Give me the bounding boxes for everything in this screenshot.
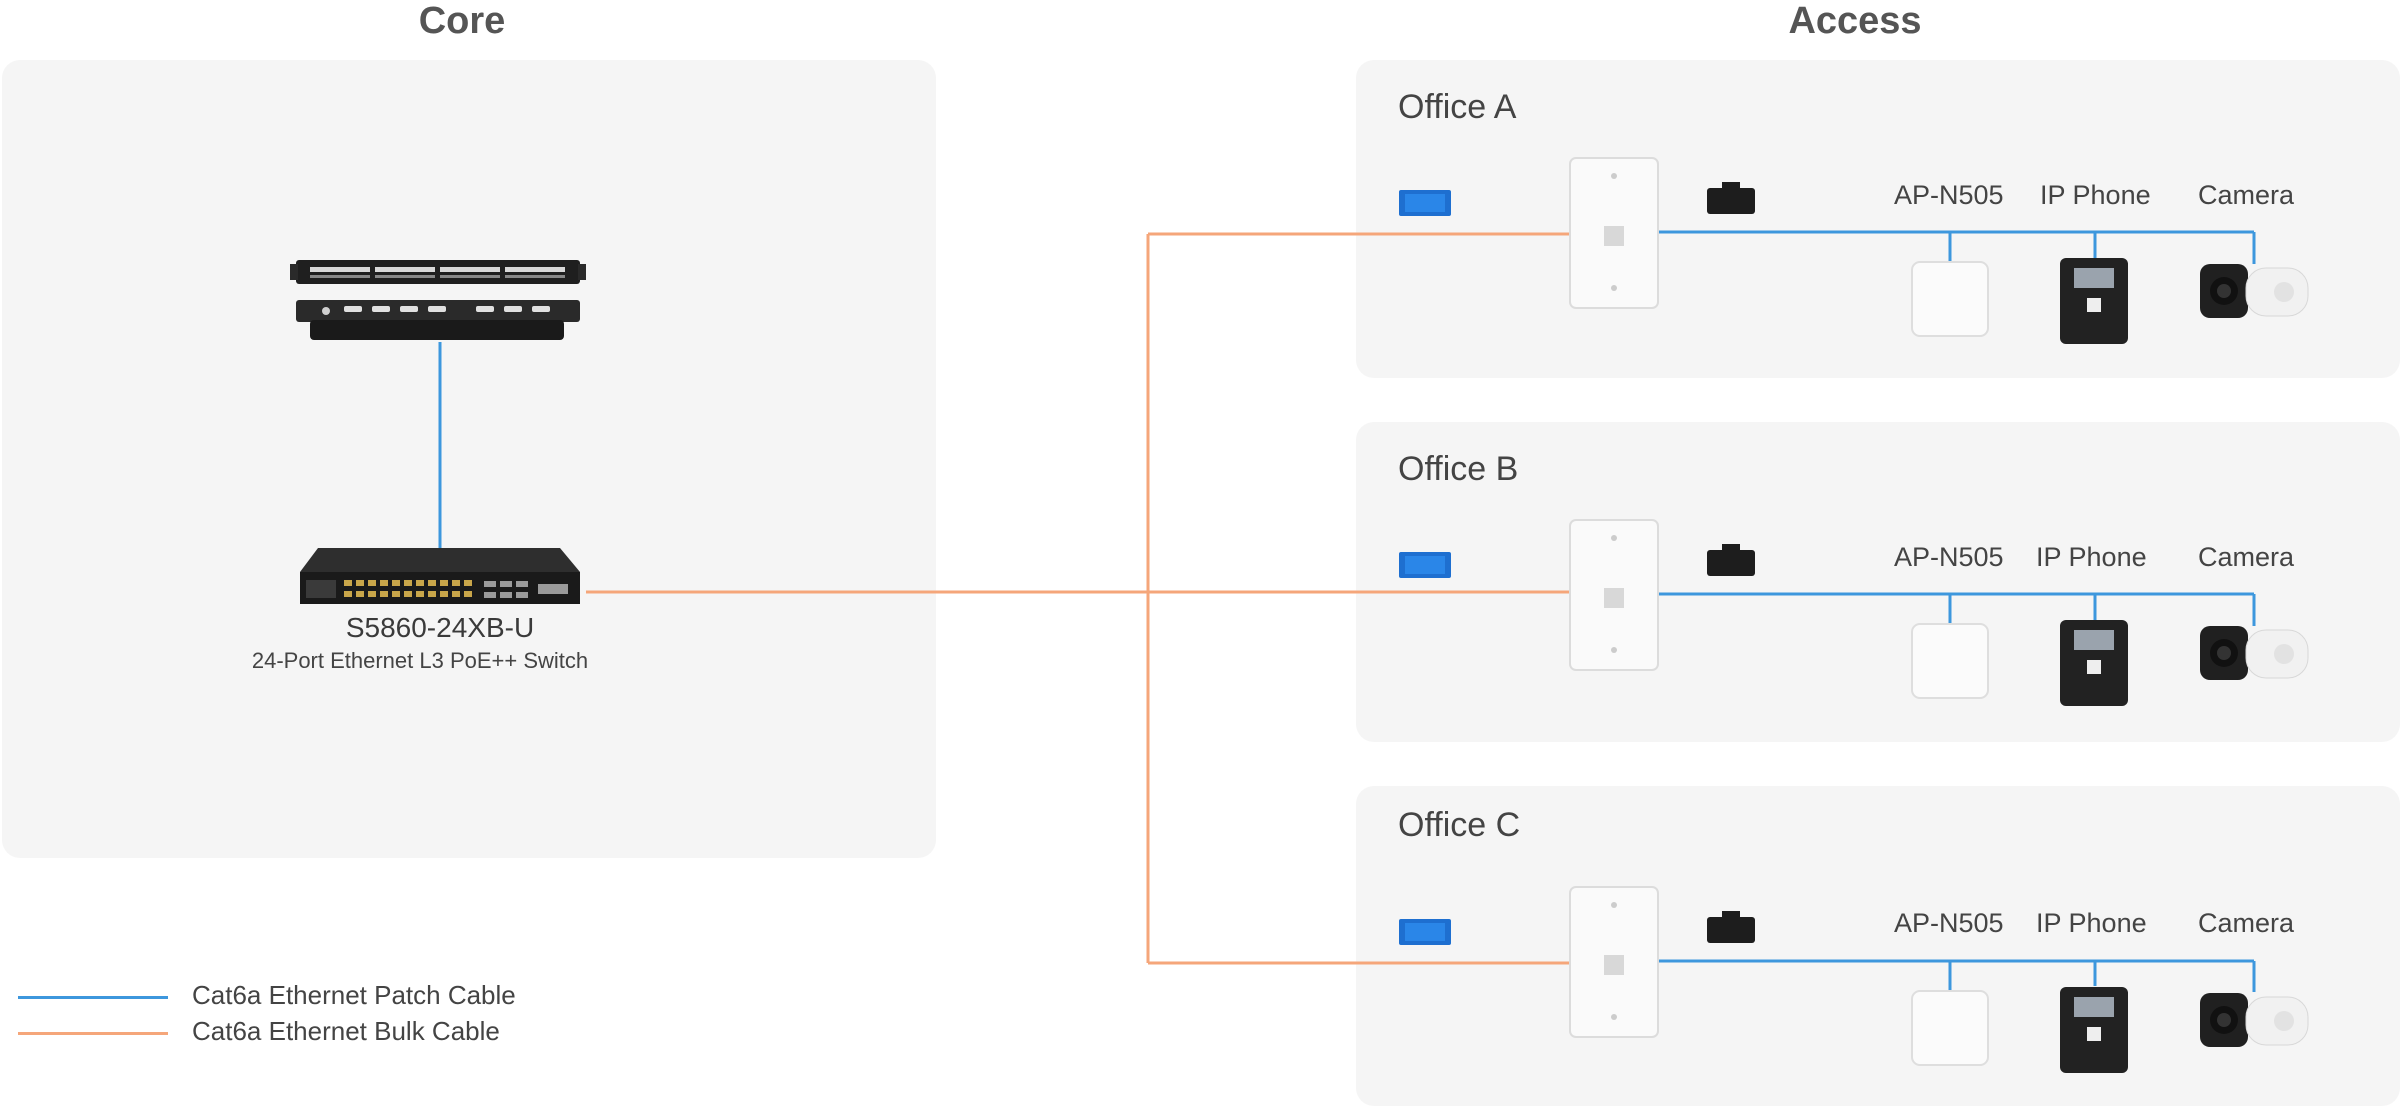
office-a-title: Office A [1398,88,1517,126]
office-a-phone-label: IP Phone [2040,180,2151,210]
office-c-camera-label: Camera [2198,908,2295,938]
office-a-ap-label: AP-N505 [1894,180,2004,210]
office-c-ap-label: AP-N505 [1894,908,2004,938]
legend-bulk-label: Cat6a Ethernet Bulk Cable [192,1016,500,1046]
legend-bulk-swatch [18,1032,168,1035]
office-a-devices [1399,157,2309,344]
office-b-devices [1399,519,2309,706]
switch-model-label: S5860-24XB-U [345,612,535,643]
patch-cable-office-c [1658,959,2256,992]
core-panel [2,60,936,858]
bulk-cables [586,232,1570,965]
office-b-title: Office B [1398,450,1519,488]
office-a-panel [1356,60,2400,378]
office-c-devices [1399,886,2309,1073]
office-c-phone-label: IP Phone [2036,908,2147,938]
camera [2200,264,2309,318]
patch-panel [290,260,586,340]
keystone-jack-black [1707,188,1755,214]
core-title: Core [418,0,506,42]
legend-patch-swatch [18,996,168,999]
access-title: Access [1788,0,1922,42]
patch-cable-office-a [1658,230,2256,264]
office-b-ap-label: AP-N505 [1894,542,2004,572]
office-c-title: Office C [1398,806,1521,844]
office-b-camera-label: Camera [2198,542,2295,572]
office-a-camera-label: Camera [2198,180,2295,210]
office-b-phone-label: IP Phone [2036,542,2147,572]
office-c-panel [1356,786,2400,1106]
office-b-panel [1356,422,2400,742]
switch-description-label: 24-Port Ethernet L3 PoE++ Switch [251,648,589,673]
patch-cable-office-b [1658,592,2256,626]
access-point [1911,261,1989,337]
patch-cables [438,230,2256,992]
legend-patch-label: Cat6a Ethernet Patch Cable [192,980,516,1010]
switch-device [300,548,580,604]
